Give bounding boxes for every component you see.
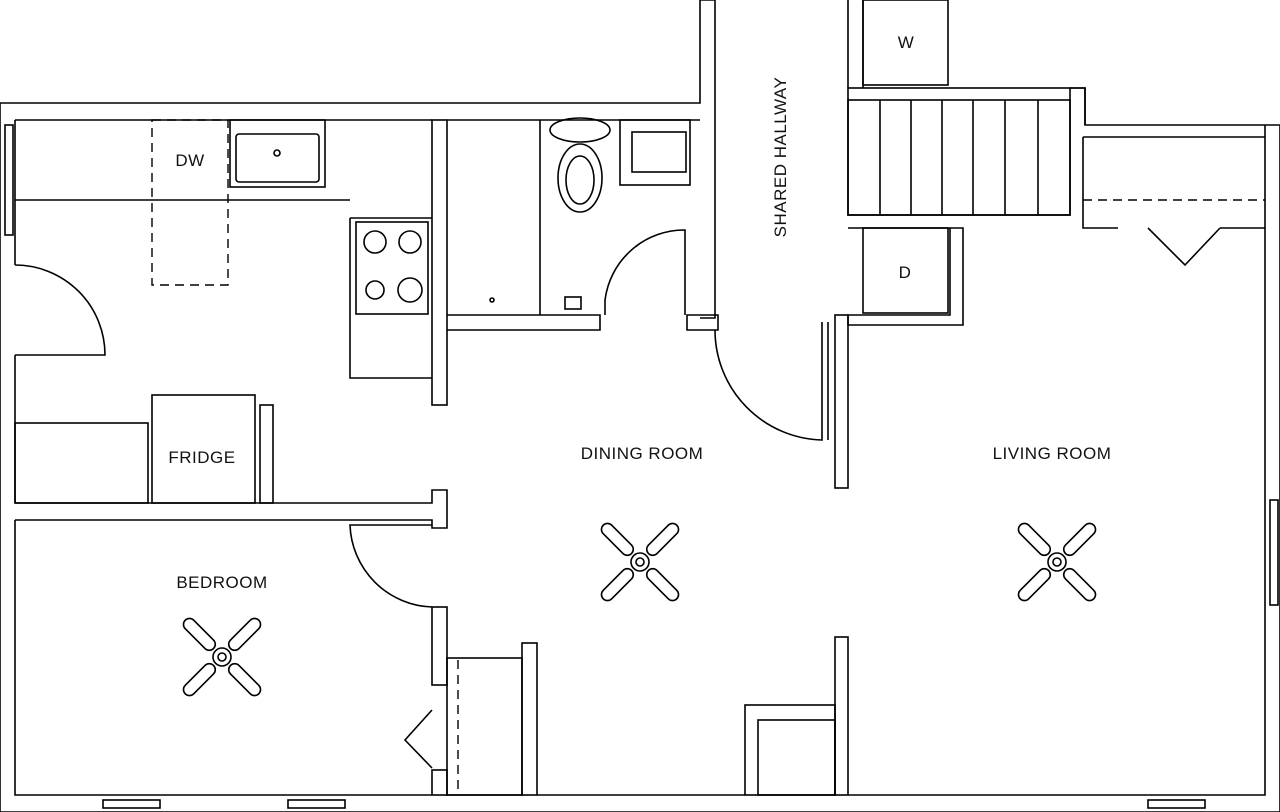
interior-walls	[15, 119, 849, 796]
kitchen-counter	[14, 422, 149, 504]
dishwasher	[151, 119, 229, 286]
window-living	[1147, 799, 1206, 809]
living-closet-door[interactable]	[1147, 227, 1221, 267]
label-living-room: LIVING ROOM	[993, 444, 1112, 463]
burner	[397, 277, 423, 303]
stove	[355, 221, 429, 315]
window-west	[4, 124, 14, 236]
toilet-seat	[565, 155, 595, 205]
bathroom-sink	[619, 119, 691, 186]
hallway: W D SHARED HALLWAY	[771, 0, 1071, 326]
window-bedroom-1	[102, 799, 161, 809]
label-shared-hallway: SHARED HALLWAY	[771, 77, 790, 238]
kitchen: DW FRIDGE	[14, 119, 432, 504]
label-dryer: D	[899, 263, 912, 282]
label-bedroom: BEDROOM	[176, 573, 267, 592]
living-closet	[1070, 87, 1265, 267]
bedroom-door[interactable]	[349, 524, 433, 608]
doors	[349, 322, 829, 796]
window-bedroom-2	[287, 799, 346, 809]
bathroom-sink-basin	[631, 131, 687, 173]
label-dining-room: DINING ROOM	[581, 444, 704, 463]
stairs	[847, 87, 1071, 216]
hallway-door[interactable]	[714, 322, 823, 441]
tub-drain	[489, 297, 495, 303]
burner	[363, 230, 387, 254]
wall-stub	[259, 404, 274, 504]
label-dw: DW	[175, 151, 204, 170]
ceiling-fan-bedroom	[182, 617, 262, 697]
sink-basin	[235, 133, 320, 183]
closet-door[interactable]	[403, 709, 433, 769]
toilet-tank	[549, 117, 611, 143]
ceiling-fan-dining	[600, 522, 680, 602]
tub-faucet	[564, 296, 582, 310]
window-east	[1269, 499, 1279, 606]
washer	[862, 0, 949, 86]
entry-door[interactable]	[14, 264, 106, 356]
burner	[365, 280, 385, 300]
toilet-bowl	[557, 143, 603, 213]
bathroom	[447, 117, 719, 331]
label-fridge: FRIDGE	[168, 448, 235, 467]
bedroom-closet	[446, 657, 523, 796]
sink-faucet	[273, 149, 281, 157]
label-washer: W	[898, 33, 915, 52]
bathroom-door[interactable]	[604, 229, 686, 315]
ceiling-fan-living	[1017, 522, 1097, 602]
burner	[398, 230, 422, 254]
dryer	[862, 227, 949, 314]
kitchen-sink	[229, 119, 326, 188]
